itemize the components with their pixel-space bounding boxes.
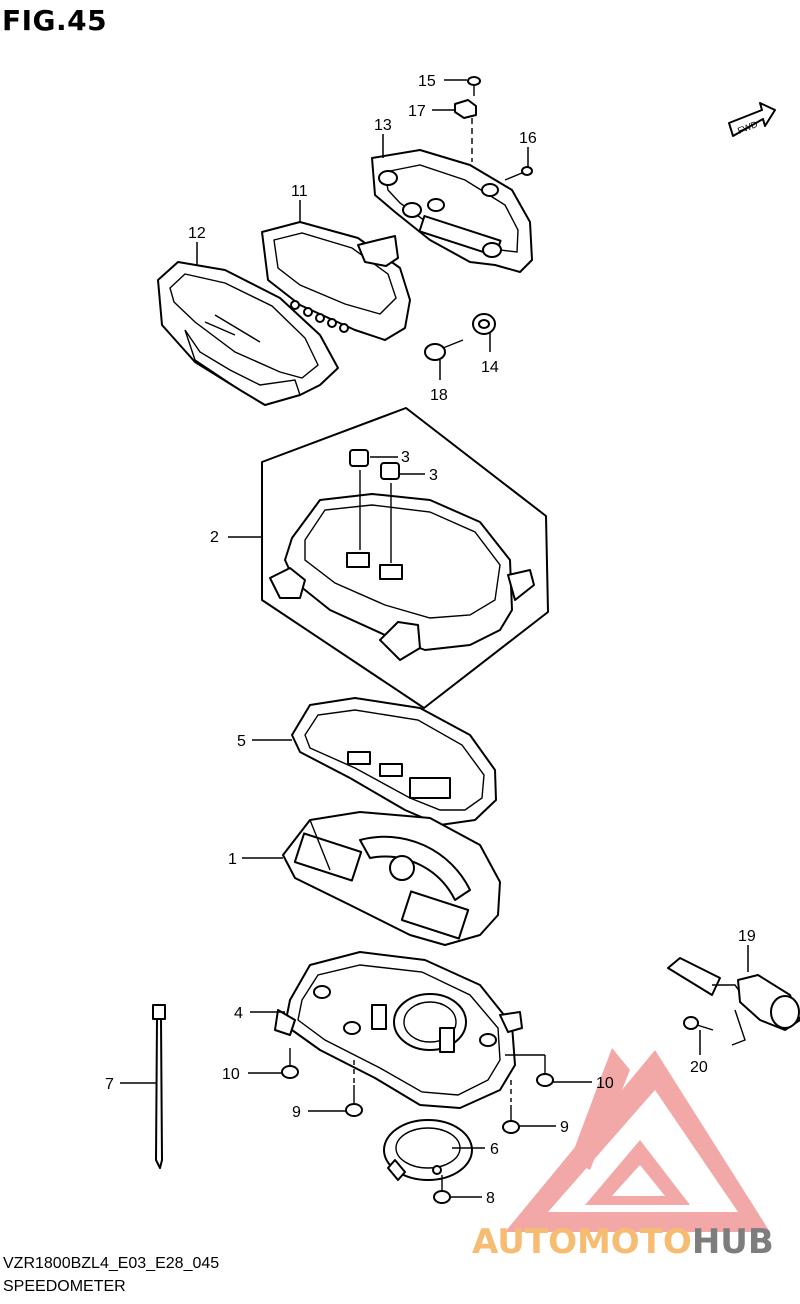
callout-3a: 3 (401, 449, 410, 466)
callout-18: 18 (430, 387, 448, 404)
part-15-screw-icon (467, 76, 481, 96)
callout-16: 16 (519, 130, 537, 147)
callout-20: 20 (690, 1059, 708, 1076)
group-name: SPEEDOMETER (3, 1278, 126, 1295)
part-11-meter-case-icon (261, 221, 411, 341)
watermark-part-a: AUTOMOTO (472, 1222, 692, 1262)
callout-12: 12 (188, 225, 206, 242)
callout-14: 14 (481, 359, 499, 376)
callout-1: 1 (228, 851, 237, 868)
part-19-speed-sensor-icon (667, 957, 800, 1046)
callout-10b: 10 (596, 1075, 614, 1092)
figure-title: FIG.45 (2, 4, 108, 37)
part-4-lower-case-icon (274, 951, 523, 1109)
part-18-bolt-icon (424, 339, 464, 361)
leader-lines (120, 79, 749, 1198)
callout-7: 7 (105, 1076, 114, 1093)
part-10-screw-icon (281, 1048, 299, 1079)
part-16-screw-icon (504, 166, 533, 181)
callout-8: 8 (486, 1190, 495, 1207)
callout-15: 15 (418, 73, 436, 90)
part-10-screw-icon-b (536, 1055, 554, 1087)
part-5-gasket-icon (291, 697, 497, 826)
part-3-cushion-icon (349, 449, 400, 480)
callout-3b: 3 (429, 467, 438, 484)
part-7-cable-tie-icon (152, 1004, 166, 1169)
model-code: VZR1800BZL4_E03_E28_045 (3, 1255, 220, 1272)
part-8-screw-icon (433, 1175, 451, 1204)
part-12-meter-visor-icon (157, 261, 339, 406)
callout-10a: 10 (222, 1066, 240, 1083)
watermark-logo-icon (505, 1048, 770, 1232)
part-1-meter-board-icon (282, 811, 501, 946)
part-6-ring-plate-icon (383, 1119, 473, 1181)
watermark-brand: AUTOMOTOHUB (472, 1222, 774, 1262)
callout-13: 13 (374, 117, 392, 134)
part-2-meter-housing-icon (269, 470, 535, 661)
part-14-grommet-icon (472, 313, 496, 335)
part-9-screw-icon (345, 1060, 363, 1117)
callout-labels: 15 17 13 16 11 12 14 18 3 3 2 5 1 19 4 2… (105, 73, 756, 1207)
callout-19: 19 (738, 928, 756, 945)
part-13-meter-bracket-icon (371, 149, 533, 273)
part-9-screw-icon-b (502, 1080, 520, 1134)
callout-5: 5 (237, 733, 246, 750)
part-17-clip-icon (454, 99, 477, 162)
callout-6: 6 (490, 1141, 499, 1158)
fwd-arrow-icon: FWD (728, 102, 776, 137)
callout-11: 11 (291, 183, 308, 200)
part-20-bolt-icon (683, 1016, 714, 1031)
callout-2: 2 (210, 529, 219, 546)
callout-9b: 9 (560, 1119, 569, 1136)
callout-4: 4 (234, 1005, 243, 1022)
callout-17: 17 (408, 103, 426, 120)
callout-9a: 9 (292, 1104, 301, 1121)
watermark-part-b: HUB (691, 1222, 774, 1262)
